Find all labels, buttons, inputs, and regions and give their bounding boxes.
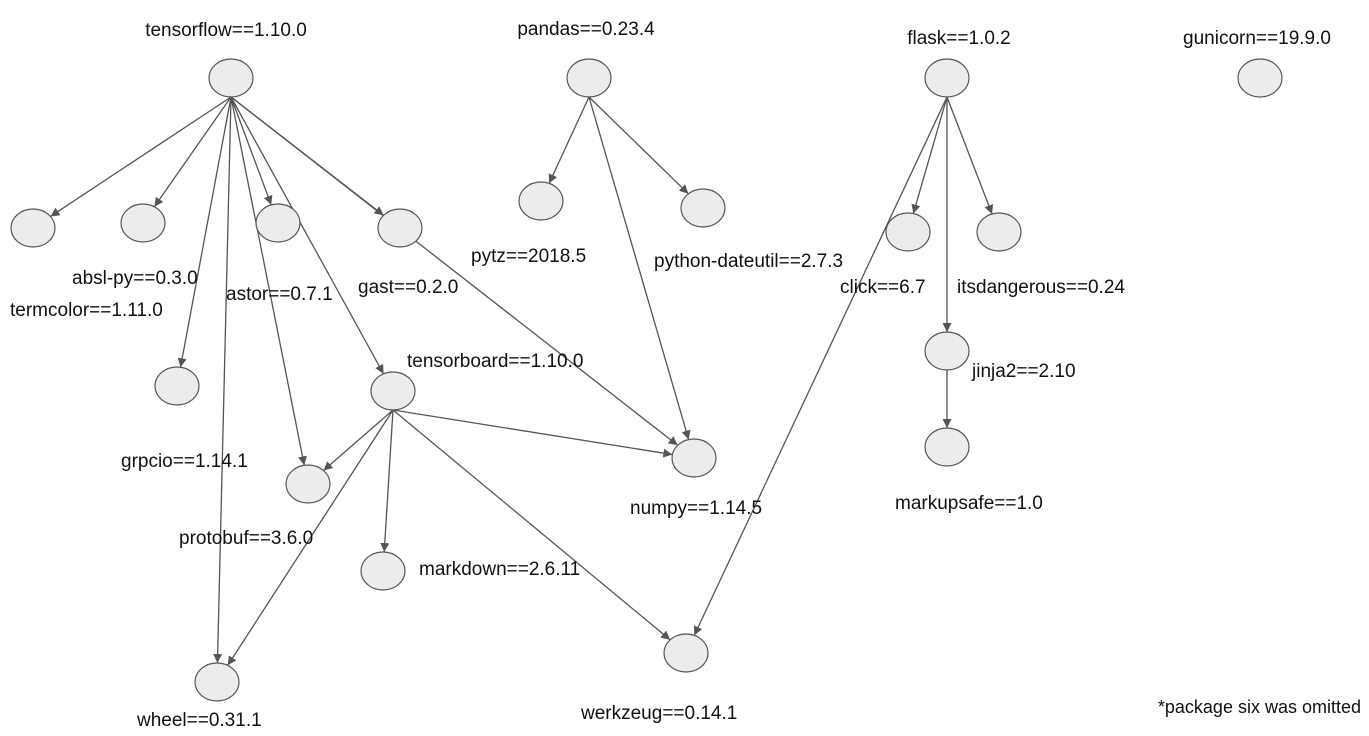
node-label-itsdangerous: itsdangerous==0.24 bbox=[957, 277, 1125, 298]
node-label-tensorflow: tensorflow==1.10.0 bbox=[145, 20, 307, 41]
node-tensorflow bbox=[208, 58, 254, 98]
node-label-absl: absl-py==0.3.0 bbox=[72, 268, 198, 289]
node-label-dateutil: python-dateutil==2.7.3 bbox=[654, 251, 843, 272]
node-pytz bbox=[518, 181, 564, 221]
edge-tensorboard-to-numpy bbox=[392, 409, 673, 458]
edge-tensorflow-to-protobuf bbox=[230, 96, 307, 466]
node-label-gunicorn: gunicorn==19.9.0 bbox=[1183, 28, 1331, 49]
node-absl bbox=[120, 203, 166, 243]
node-astor bbox=[255, 203, 301, 243]
edge-flask-to-itsdangerous bbox=[946, 96, 994, 215]
edge-layer bbox=[50, 96, 994, 666]
node-grpcio bbox=[154, 366, 200, 406]
footnote: *package six was omitted bbox=[1157, 697, 1361, 717]
node-label-pytz: pytz==2018.5 bbox=[471, 246, 586, 267]
edge-tensorflow-to-grpcio bbox=[177, 96, 232, 368]
edge-pandas-to-dateutil bbox=[588, 96, 689, 195]
edge-flask-to-werkzeug bbox=[693, 96, 948, 636]
edge-tensorboard-to-werkzeug bbox=[392, 409, 671, 641]
node-label-astor: astor==0.7.1 bbox=[226, 284, 333, 305]
node-werkzeug bbox=[663, 633, 709, 673]
node-jinja2 bbox=[924, 331, 970, 371]
node-label-wheel: wheel==0.31.1 bbox=[136, 710, 262, 731]
node-label-numpy: numpy==1.14.5 bbox=[630, 498, 762, 519]
node-layer bbox=[10, 58, 1283, 702]
node-click bbox=[885, 212, 931, 252]
edge-tensorflow-to-astor bbox=[230, 96, 273, 206]
node-markupsafe bbox=[924, 427, 970, 467]
node-numpy bbox=[671, 438, 717, 478]
edge-tensorflow-to-wheel bbox=[213, 96, 232, 664]
edge-tensorflow-to-absl bbox=[153, 96, 232, 208]
node-label-jinja2: jinja2==2.10 bbox=[971, 361, 1076, 382]
node-label-grpcio: grpcio==1.14.1 bbox=[121, 451, 248, 472]
node-flask bbox=[924, 58, 970, 98]
edge-tensorflow-to-termcolor bbox=[50, 96, 232, 217]
node-label-flask: flask==1.0.2 bbox=[907, 28, 1011, 49]
node-label-markdown: markdown==2.6.11 bbox=[419, 559, 580, 580]
node-label-pandas: pandas==0.23.4 bbox=[517, 19, 655, 40]
label-layer: tensorflow==1.10.0 termcolor==1.11.0 absl-… bbox=[10, 19, 1331, 731]
node-wheel bbox=[194, 662, 240, 702]
edge-tensorflow-to-numpy bbox=[230, 96, 679, 446]
node-protobuf bbox=[285, 464, 331, 504]
edge-pandas-to-numpy bbox=[588, 96, 691, 440]
node-termcolor bbox=[10, 208, 56, 248]
node-label-markupsafe: markupsafe==1.0 bbox=[895, 493, 1043, 514]
node-label-click: click==6.7 bbox=[840, 277, 926, 298]
node-tensorboard bbox=[370, 371, 416, 411]
node-pandas bbox=[566, 58, 612, 98]
edge-pandas-to-pytz bbox=[548, 96, 590, 184]
edge-tensorflow-to-tensorboard bbox=[230, 96, 385, 375]
node-markdown bbox=[360, 551, 406, 591]
node-label-protobuf: protobuf==3.6.0 bbox=[179, 528, 313, 549]
node-itsdangerous bbox=[976, 212, 1022, 252]
node-label-termcolor: termcolor==1.11.0 bbox=[10, 300, 163, 321]
node-label-werkzeug: werkzeug==0.14.1 bbox=[580, 703, 737, 724]
node-dateutil bbox=[680, 188, 726, 228]
node-gast bbox=[377, 208, 423, 248]
node-label-tensorboard: tensorboard==1.10.0 bbox=[407, 351, 583, 372]
edge-tensorboard-to-protobuf bbox=[323, 409, 394, 472]
node-label-gast: gast==0.2.0 bbox=[358, 277, 458, 298]
edge-tensorboard-to-markdown bbox=[380, 409, 394, 553]
edge-tensorboard-to-wheel bbox=[227, 409, 394, 666]
node-gunicorn bbox=[1237, 58, 1283, 98]
edge-flask-to-click bbox=[911, 96, 948, 214]
